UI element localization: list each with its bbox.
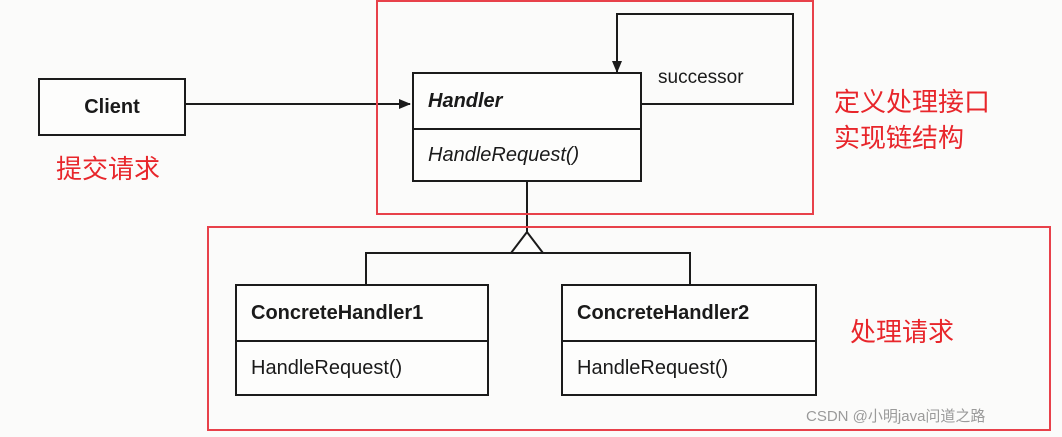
concrete-handler-1-operation: HandleRequest() — [251, 356, 403, 379]
concrete-handler-2-box: ConcreteHandler2 HandleRequest() — [561, 284, 817, 396]
handler-annotation-line1: 定义处理接口 — [834, 87, 991, 117]
handler-operation: HandleRequest() — [428, 143, 580, 166]
concrete-handler-1-box: ConcreteHandler1 HandleRequest() — [235, 284, 489, 396]
concrete-handlers-highlight-frame — [207, 226, 1051, 431]
concrete-handler-2-operation: HandleRequest() — [577, 356, 729, 379]
handler-annotation-line2: 实现链结构 — [834, 123, 965, 153]
concrete-annotation: 处理请求 — [850, 317, 955, 347]
handler-highlight-frame — [376, 0, 814, 215]
handler-class-name: Handler — [414, 74, 640, 130]
concrete-handler-1-name: ConcreteHandler1 — [237, 286, 487, 342]
inheritance-branch-line — [365, 252, 691, 284]
concrete-handler-2-name: ConcreteHandler2 — [563, 286, 815, 342]
successor-self-association-arrow — [612, 13, 794, 105]
watermark-text: CSDN @小明java问道之路 — [806, 408, 986, 425]
client-annotation: 提交请求 — [56, 154, 161, 184]
successor-label: successor — [658, 67, 744, 88]
handler-class-box: Handler HandleRequest() — [412, 72, 642, 182]
client-class-box: Client — [38, 78, 186, 136]
client-class-name: Client — [84, 95, 140, 118]
